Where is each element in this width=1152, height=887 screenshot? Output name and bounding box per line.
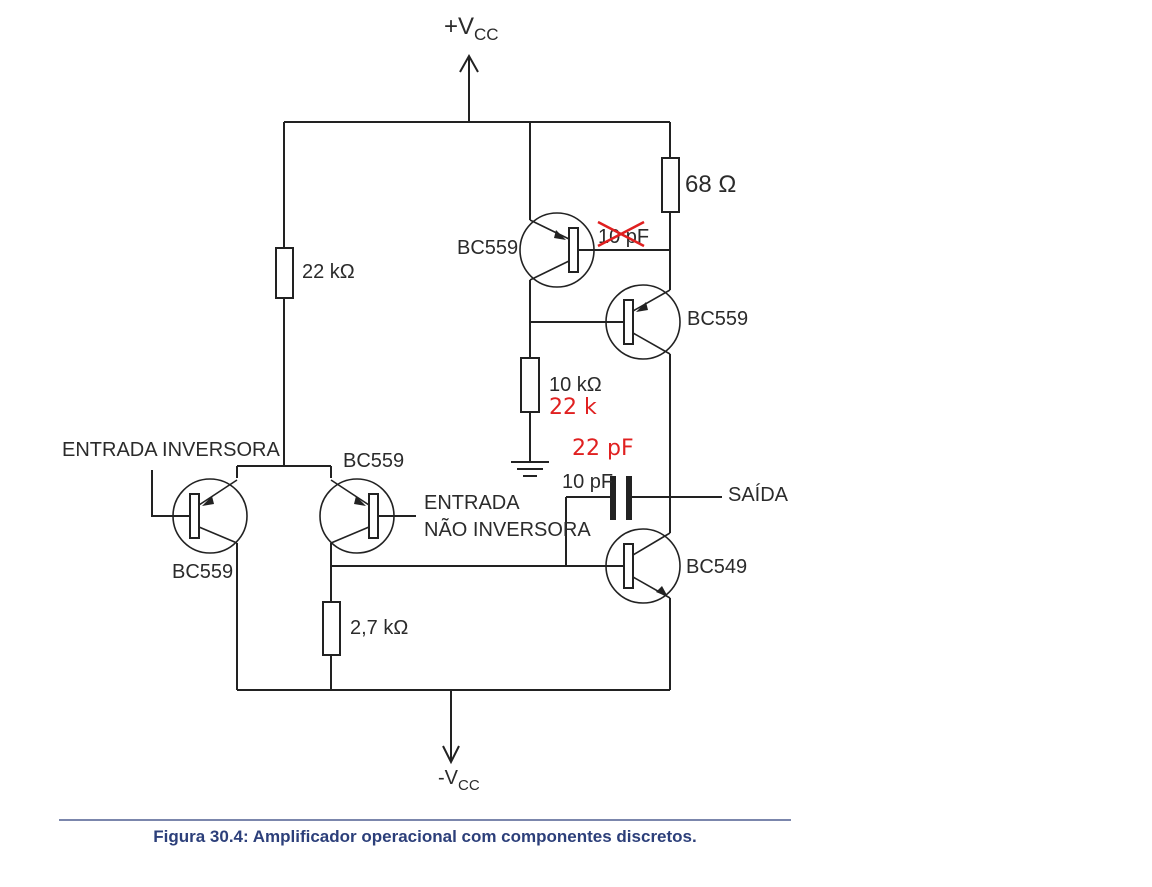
resistor-2k7 [322, 601, 341, 656]
transistor-output [605, 528, 681, 604]
vcc-negative-label: -VCC [438, 767, 480, 794]
strike-mark [597, 220, 645, 248]
transistor-mirror-left-label: BC559 [457, 237, 518, 259]
transistor-mirror-right [605, 284, 681, 360]
transistor-output-label: BC549 [686, 556, 747, 578]
noninverting-input-label-line1: ENTRADA [424, 492, 520, 514]
transistor-mirror-right-label: BC559 [687, 308, 748, 330]
wires [151, 53, 722, 765]
figure-caption: Figura 30.4: Amplificador operacional co… [153, 827, 697, 846]
capacitor-comp-correction: 22 pF [572, 436, 634, 461]
resistor-68-label: 68 Ω [685, 171, 736, 198]
transistor-noninv-label: BC559 [343, 450, 404, 472]
noninverting-input-label-line2: NÃO INVERSORA [424, 517, 591, 541]
resistor-10k-correction: 22 k [549, 395, 597, 420]
resistor-10k [520, 357, 540, 413]
transistor-inv-label: BC559 [172, 561, 233, 583]
resistor-22k [275, 247, 294, 299]
resistor-22k-label: 22 kΩ [302, 261, 355, 283]
resistor-2k7-label: 2,7 kΩ [350, 617, 408, 639]
capacitor-comp-label: 10 pF [562, 471, 613, 493]
capacitor-comp [610, 476, 632, 520]
transistor-inv-input [172, 478, 248, 554]
transistor-noninv-input [319, 478, 395, 554]
vcc-positive-label: +VCC [444, 13, 499, 44]
resistor-68 [661, 157, 680, 213]
transistor-mirror-left [519, 212, 596, 288]
inverting-input-label: ENTRADA INVERSORA [62, 439, 280, 461]
resistor-10k-label: 10 kΩ [549, 374, 602, 396]
output-label: SAÍDA [728, 483, 789, 506]
